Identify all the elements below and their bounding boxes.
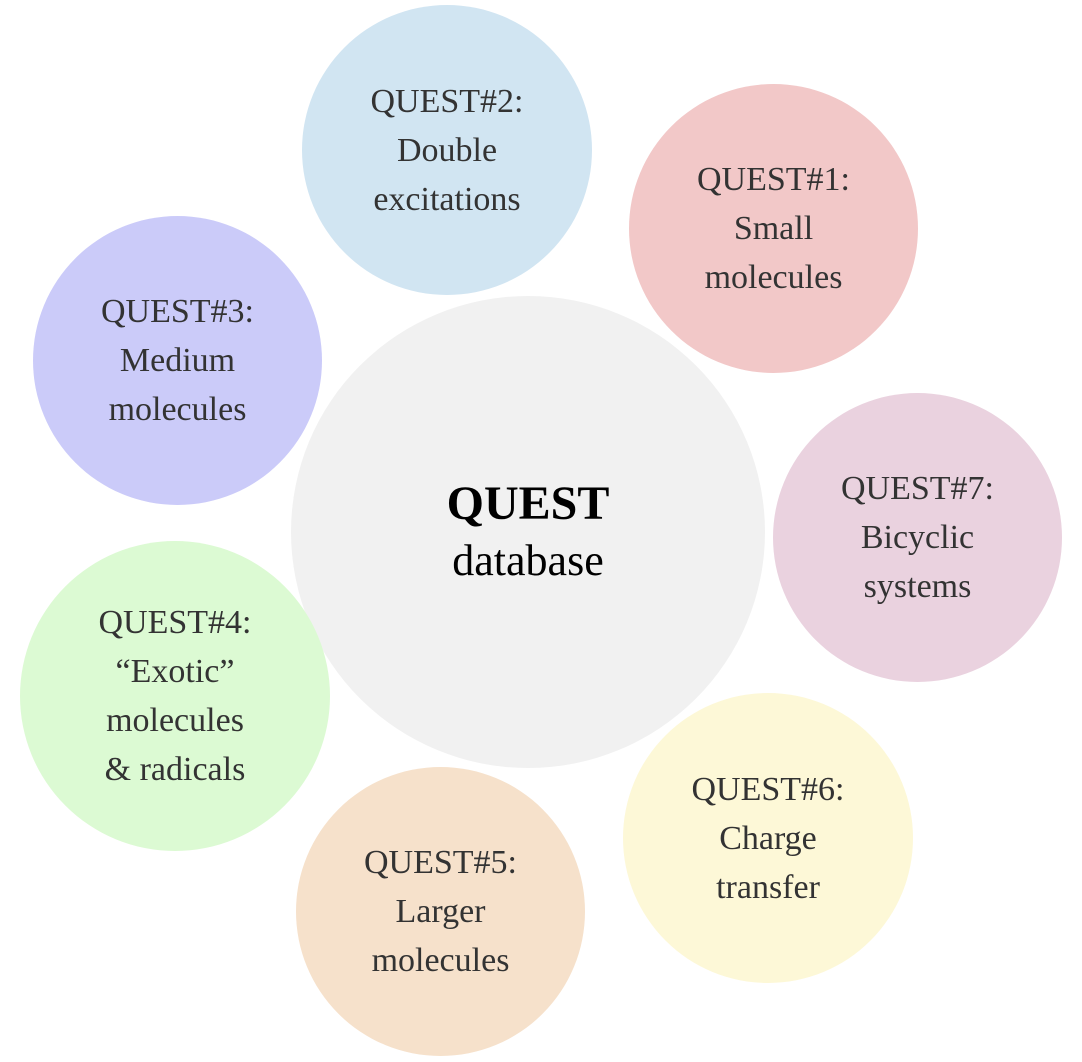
bubble-label-line: QUEST#2: — [370, 82, 524, 120]
bubble-label-line: molecules — [371, 942, 510, 979]
bubble-label-line: QUEST#6: — [691, 770, 845, 808]
bubble-quest-3: QUEST#3: Medium molecules — [33, 216, 322, 505]
bubble-label-line: QUEST#3: — [101, 293, 254, 330]
bubble-quest-2: QUEST#2: Double excitations — [302, 5, 592, 295]
bubble-label-line: QUEST#7: — [841, 470, 994, 507]
center-title: QUEST — [446, 477, 610, 530]
bubble-quest-1: QUEST#1: Small molecules — [629, 84, 918, 373]
bubble-label-line: Bicyclic — [860, 519, 975, 556]
bubble-quest-4: QUEST#4: “Exotic” molecules & radicals — [20, 541, 330, 851]
bubble-quest-7: QUEST#7: Bicyclic systems — [773, 393, 1062, 682]
bubble-label-line: molecules — [108, 391, 247, 428]
bubble-label-line: “Exotic” — [115, 653, 235, 690]
bubble-quest-5: QUEST#5: Larger molecules — [296, 767, 585, 1056]
center-bubble-quest-database: QUEST database — [291, 296, 765, 768]
center-subtitle: database — [452, 536, 604, 585]
bubble-label-line: Larger — [395, 893, 486, 930]
bubble-label-line: QUEST#4: — [98, 604, 252, 641]
bubble-label-line: systems — [863, 568, 972, 605]
bubble-label-line: & radicals — [104, 751, 246, 788]
bubble-label-line: Small — [733, 210, 814, 247]
bubble-label-line: QUEST#5: — [364, 844, 517, 881]
bubble-label-line: Charge — [719, 819, 817, 857]
bubble-label-line: Medium — [119, 342, 236, 379]
bubble-label-line: Double — [396, 131, 498, 169]
bubble-label-line: molecules — [704, 259, 843, 296]
bubble-label-line: transfer — [716, 868, 820, 906]
bubble-label-line: excitations — [373, 180, 521, 218]
bubble-quest-6: QUEST#6: Charge transfer — [623, 693, 913, 983]
bubble-label-line: QUEST#1: — [697, 161, 850, 198]
bubble-label-line: molecules — [106, 702, 244, 739]
